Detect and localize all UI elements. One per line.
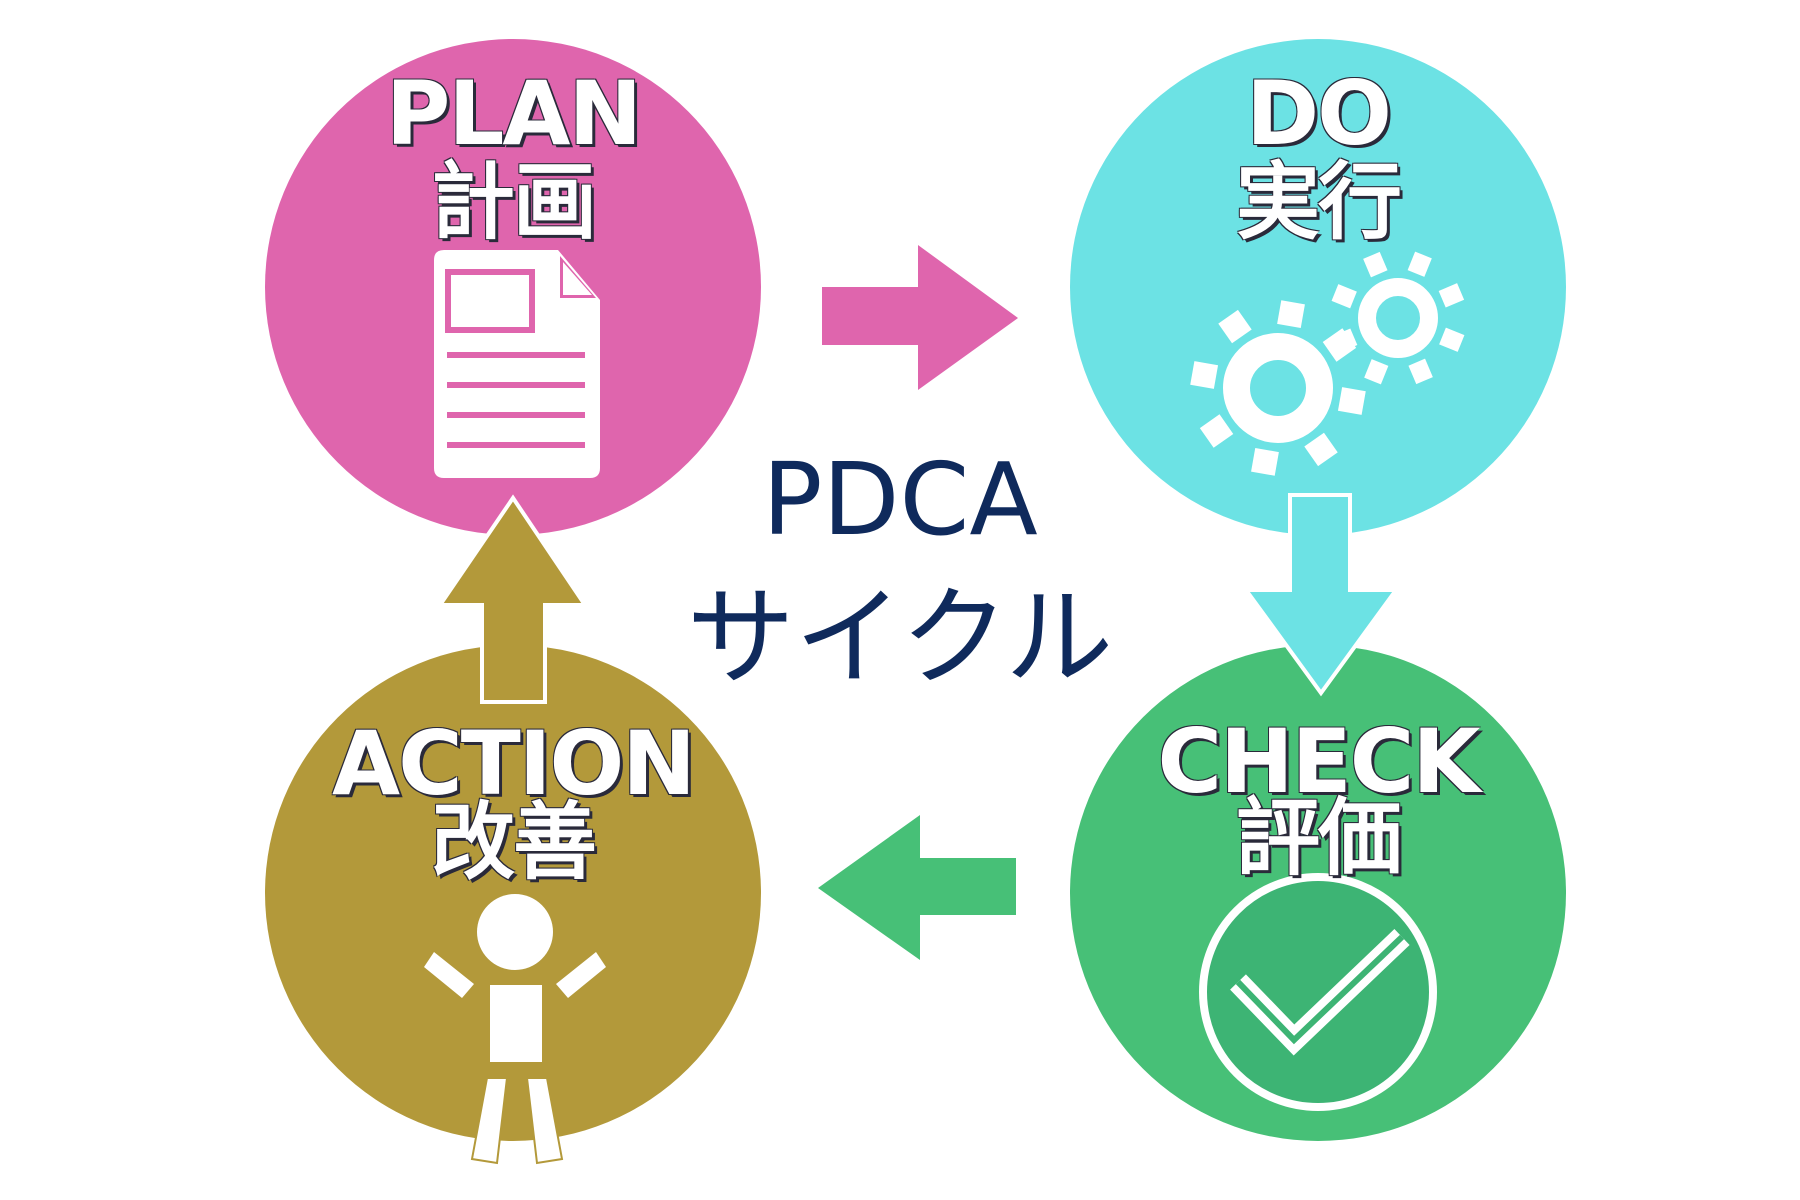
center-title-cycle: サイクル: [686, 576, 1114, 701]
document-icon: [434, 250, 600, 478]
arrow-action-to-plan: [436, 494, 589, 704]
gears-icon: [1190, 251, 1465, 476]
check-title-jp: 評価: [1235, 789, 1402, 887]
do-title-jp: 実行: [1235, 153, 1402, 251]
check-title-en: CHECK: [1157, 710, 1480, 813]
checkmark-icon: [1199, 873, 1437, 1111]
person-icon: [424, 894, 606, 1165]
do-circle: [1070, 39, 1566, 535]
action-title-en: ACTION: [332, 712, 696, 815]
center-title-pdca: PDCA: [762, 441, 1038, 558]
action-circle: [265, 645, 761, 1141]
arrow-do-to-check: [1242, 493, 1400, 697]
plan-title-en: PLAN: [385, 62, 642, 165]
do-title-en: DO: [1246, 62, 1392, 165]
plan-title-jp: 計画: [430, 153, 597, 251]
arrow-check-to-action: [818, 815, 1016, 960]
action-title-jp: 改善: [430, 793, 597, 891]
arrow-plan-to-do: [822, 245, 1018, 390]
